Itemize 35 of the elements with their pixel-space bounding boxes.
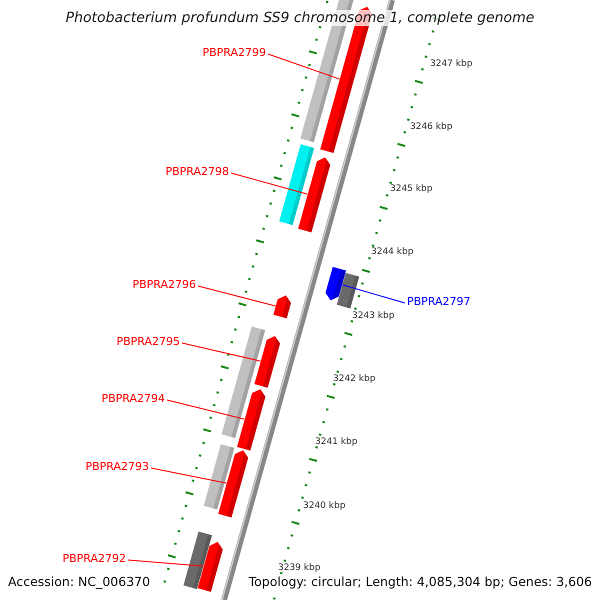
leader-line — [268, 54, 340, 80]
scale-label: 3245 kbp — [390, 184, 432, 194]
leader-line — [128, 560, 204, 567]
scale-label: 3241 kbp — [315, 437, 358, 447]
scale-label: 3239 kbp — [278, 563, 320, 573]
gene-block — [218, 448, 250, 518]
gene-block — [236, 387, 267, 451]
gene-block — [324, 267, 346, 303]
gene-label: PBPRA2797 — [407, 295, 471, 308]
scale-label: 3242 kbp — [333, 374, 376, 384]
leader-line — [230, 172, 308, 195]
scale-label: 3240 kbp — [303, 501, 346, 511]
leader-line — [182, 342, 262, 362]
scale-label: 3247 kbp — [430, 59, 472, 69]
leader-line — [150, 468, 227, 484]
leader-line — [166, 400, 245, 420]
leader-line — [342, 284, 406, 304]
gene-label: PBPRA2793 — [85, 460, 149, 473]
footer-text: Accession: NC_006370 — [8, 574, 150, 589]
gene-block — [274, 294, 294, 319]
gene-block — [197, 540, 224, 592]
gene-block — [298, 156, 332, 233]
leader-line — [198, 286, 276, 307]
gene-label: PBPRA2795 — [116, 335, 180, 348]
map-title: Photobacterium profundum SS9 chromosome 1, complete genome — [66, 10, 534, 26]
gene-label: PBPRA2799 — [202, 46, 266, 59]
scale-label: 3246 kbp — [410, 122, 452, 132]
gene-label: PBPRA2798 — [165, 165, 229, 178]
gene-label: PBPRA2792 — [62, 552, 126, 565]
scale-label: 3244 kbp — [371, 247, 414, 257]
gene-label: PBPRA2796 — [132, 278, 196, 291]
scale-label: 3243 kbp — [352, 311, 394, 321]
gene-label: PBPRA2794 — [101, 392, 165, 405]
footer-text: Topology: circular; Length: 4,085,304 bp; Genes: 3,606 — [248, 574, 592, 589]
gene-block — [254, 334, 282, 388]
